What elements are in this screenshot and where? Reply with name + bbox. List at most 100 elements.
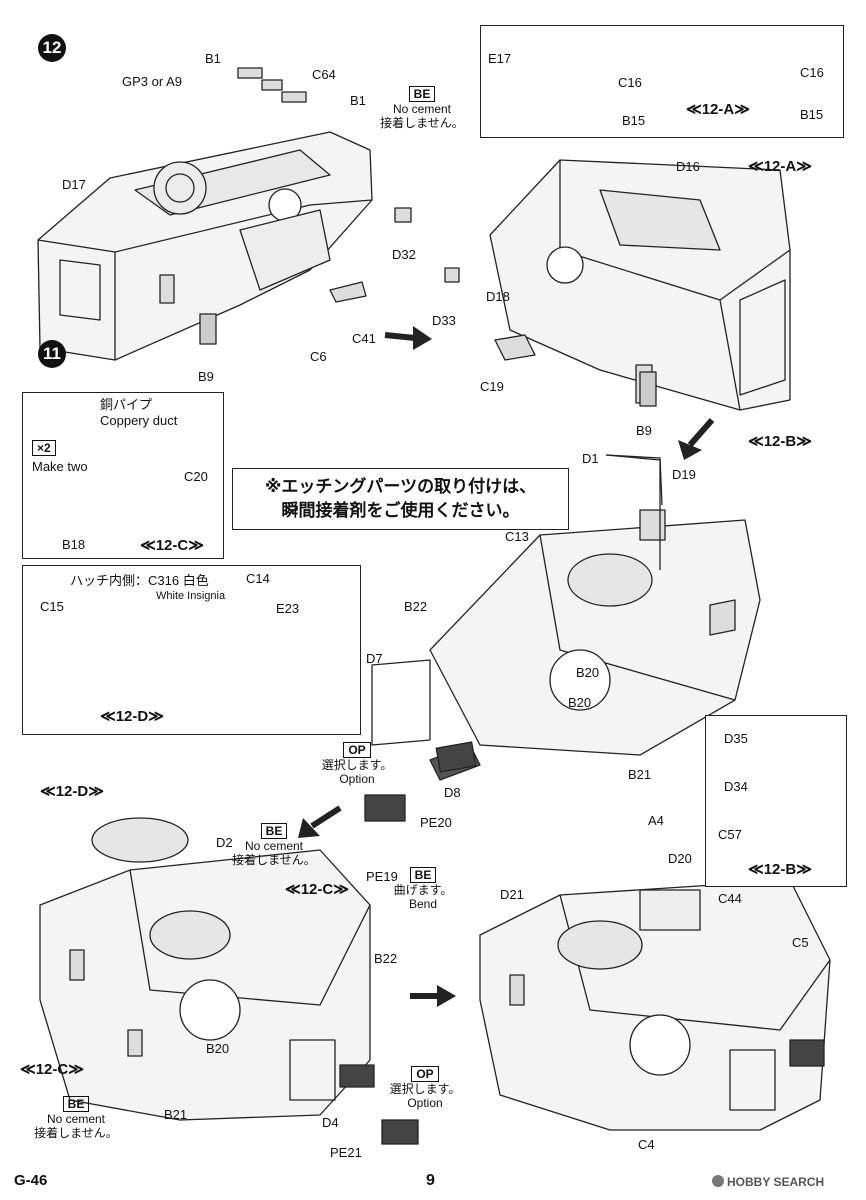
label-b22-bottom: B22 <box>374 951 398 966</box>
ref-12d-box: ≪12-D≫ <box>100 708 164 725</box>
op-tag: OP <box>411 1066 439 1082</box>
ref-12c-lower: ≪12-C≫ <box>20 1061 84 1078</box>
notice-line-2: 瞬間接着剤をご使用ください。 <box>281 501 520 521</box>
hull-step12-right <box>489 159 791 411</box>
label-d33: D33 <box>432 313 456 328</box>
watermark-logo-icon <box>712 1175 724 1187</box>
label-e17: E17 <box>488 51 512 66</box>
label-d7: D7 <box>366 651 383 666</box>
label-c19: C19 <box>480 379 504 394</box>
label-pe19: PE19 <box>366 869 398 884</box>
be-tag: BE <box>62 1096 90 1112</box>
be-tag: BE <box>260 823 288 839</box>
label-c20: C20 <box>184 469 208 484</box>
page-number: 9 <box>426 1172 435 1189</box>
option-jp: 選択します。 <box>321 758 393 772</box>
label-e23: E23 <box>276 601 300 616</box>
label-c14: C14 <box>246 571 270 586</box>
option-jp: 選択します。 <box>389 1082 461 1096</box>
note-be-middle: BE No cement 接着しません。 <box>224 823 324 867</box>
label-b20-bottom: B20 <box>206 1041 230 1056</box>
hull-bottom-left <box>39 817 419 1145</box>
white-insignia: White Insignia <box>156 590 226 602</box>
page-code: G-46 <box>14 1172 48 1189</box>
subassembly-12d-box <box>22 565 361 735</box>
label-gp3-a9: GP3 or A9 <box>122 74 182 89</box>
label-d32: D32 <box>392 247 416 262</box>
label-c13: C13 <box>505 529 529 544</box>
note-be-top: BE No cement 接着しません。 <box>372 86 472 130</box>
label-c5: C5 <box>792 935 809 950</box>
subassembly-12a-box <box>480 25 844 138</box>
no-cement-en: No cement <box>392 102 452 116</box>
pipe-jp: 銅パイプ <box>100 397 153 412</box>
hull-step12-left <box>37 131 373 361</box>
ref-12a-box: ≪12-A≫ <box>686 101 750 118</box>
label-d4: D4 <box>322 1115 339 1130</box>
label-b15-a: B15 <box>622 113 646 128</box>
label-d20: D20 <box>668 851 692 866</box>
label-c16-b: C16 <box>800 65 824 80</box>
option-en: Option <box>339 772 375 786</box>
ref-12c-upper: ≪12-C≫ <box>285 881 349 898</box>
label-b1-a: B1 <box>205 51 221 66</box>
label-b9-left: B9 <box>198 369 214 384</box>
label-b21-middle: B21 <box>628 767 652 782</box>
label-b15-b: B15 <box>800 107 824 122</box>
label-d35: D35 <box>724 731 748 746</box>
times-two-tag: ×2 <box>32 440 56 456</box>
step-12-badge: 12 <box>38 34 66 62</box>
label-pe21: PE21 <box>330 1145 362 1160</box>
label-c41: C41 <box>352 331 376 346</box>
label-d1: D1 <box>582 451 599 466</box>
label-b22-middle: B22 <box>404 599 428 614</box>
ref-12c-box: ≪12-C≫ <box>140 537 204 554</box>
label-d34: D34 <box>724 779 748 794</box>
label-b9-right: B9 <box>636 423 652 438</box>
hatch-inner-note: ハッチ内側：C316 白色 <box>70 573 209 588</box>
note-op-bottom: OP 選択します。 Option <box>380 1066 470 1110</box>
ref-12b: ≪12-B≫ <box>748 433 812 450</box>
label-b18: B18 <box>62 537 86 552</box>
hull-middle <box>371 454 761 781</box>
no-cement-jp: 接着しません。 <box>34 1126 118 1140</box>
label-b20-middle-b: B20 <box>568 695 592 710</box>
label-c6: C6 <box>310 349 327 364</box>
label-b1-b: B1 <box>350 93 366 108</box>
option-en: Option <box>407 1096 443 1110</box>
note-op-middle: OP 選択します。 Option <box>302 742 412 786</box>
label-pe20: PE20 <box>420 815 452 830</box>
be-tag: BE <box>408 86 436 102</box>
note-be-bottom: BE No cement 接着しません。 <box>26 1096 126 1140</box>
label-d16: D16 <box>676 159 700 174</box>
times-two: ×2 <box>32 440 56 456</box>
no-cement-en: No cement <box>46 1112 106 1126</box>
label-c15: C15 <box>40 599 64 614</box>
op-tag: OP <box>343 742 371 758</box>
label-d8: D8 <box>444 785 461 800</box>
label-b20-middle-a: B20 <box>576 665 600 680</box>
hull-bottom-right <box>479 879 831 1131</box>
label-c57: C57 <box>718 827 742 842</box>
bend-en: Bend <box>408 897 438 911</box>
label-a4: A4 <box>648 813 664 828</box>
label-d2: D2 <box>216 835 233 850</box>
label-d18: D18 <box>486 289 510 304</box>
label-c16-a: C16 <box>618 75 642 90</box>
no-cement-jp: 接着しません。 <box>232 853 316 867</box>
watermark-text: HOBBY SEARCH <box>727 1175 825 1189</box>
make-two: Make two <box>32 459 88 474</box>
bend-jp: 曲げます。 <box>393 883 453 897</box>
label-c44: C44 <box>718 891 742 906</box>
label-d21: D21 <box>500 887 524 902</box>
watermark: HOBBY SEARCH <box>712 1175 824 1189</box>
label-d17: D17 <box>62 177 86 192</box>
notice-line-1: ※エッチングパーツの取り付けは、 <box>264 477 537 497</box>
label-d19: D19 <box>672 467 696 482</box>
step-11-badge: 11 <box>38 340 66 368</box>
ref-12d: ≪12-D≫ <box>40 783 104 800</box>
note-be-bend: BE 曲げます。 Bend <box>388 867 458 911</box>
subassembly-12b-box <box>705 715 847 887</box>
no-cement-jp: 接着しません。 <box>380 116 464 130</box>
label-c64: C64 <box>312 67 336 82</box>
